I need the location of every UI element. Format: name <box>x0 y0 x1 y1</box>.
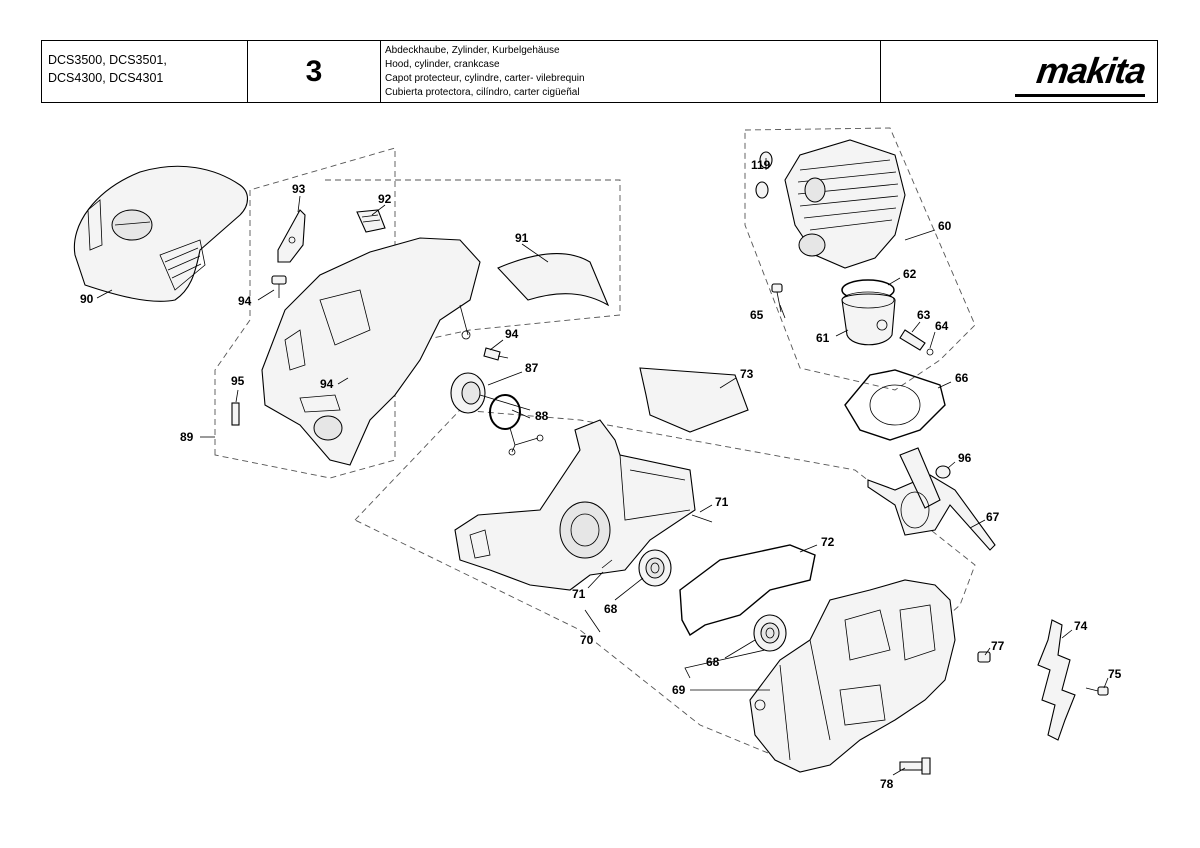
callout-96: 96 <box>958 451 972 465</box>
part-94-screw-a <box>271 275 287 298</box>
part-63-piston-pin <box>899 329 926 351</box>
logo-underline <box>1015 94 1145 97</box>
callout-93: 93 <box>292 182 306 196</box>
part-71-pin-a <box>691 514 713 523</box>
part-67-crankshaft <box>867 447 996 551</box>
callout-95: 95 <box>231 374 245 388</box>
leader-lines <box>96 158 1109 776</box>
part-92-filter <box>356 209 386 233</box>
callout-68a: 68 <box>604 602 618 616</box>
callout-68b: 68 <box>706 655 720 669</box>
callout-87: 87 <box>525 361 539 375</box>
group-boundary-cover <box>325 179 621 346</box>
callout-67: 67 <box>986 510 1000 524</box>
part-77-nut <box>977 651 991 663</box>
part-90-top-hood <box>73 165 249 302</box>
part-94-screw-b <box>483 347 509 361</box>
callout-92: 92 <box>378 192 392 206</box>
model-numbers: DCS3500, DCS3501, DCS4300, DCS4301 <box>42 41 248 102</box>
callout-71a: 71 <box>715 495 729 509</box>
callout-74: 74 <box>1074 619 1088 633</box>
callout-71b: 71 <box>572 587 586 601</box>
callout-88: 88 <box>535 409 549 423</box>
part-69-crankcase <box>749 579 956 773</box>
section-titles: Abdeckhaube, Zylinder, Kurbelgehäuse Hoo… <box>381 41 881 102</box>
part-87-pulley <box>450 372 531 414</box>
callout-75: 75 <box>1108 667 1122 681</box>
callout-73: 73 <box>740 367 754 381</box>
callout-77: 77 <box>991 639 1005 653</box>
part-61-piston <box>841 291 896 346</box>
part-64-clip <box>926 348 934 356</box>
callout-78: 78 <box>880 777 894 791</box>
part-78-screw <box>899 757 931 775</box>
part-93-bracket <box>277 209 306 263</box>
callout-63: 63 <box>917 308 931 322</box>
part-60-cylinder <box>784 139 906 269</box>
part-66-gasket <box>844 369 946 441</box>
callout-70: 70 <box>580 633 594 647</box>
callout-119: 119 <box>751 158 771 172</box>
callout-72: 72 <box>821 535 835 549</box>
callout-90: 90 <box>80 292 94 306</box>
part-96-needle-bearing <box>935 465 951 479</box>
callout-94a: 94 <box>238 294 252 308</box>
part-74-chain-catcher <box>1037 619 1076 741</box>
part-73-gasket <box>639 367 749 433</box>
callout-94c: 94 <box>320 377 334 391</box>
callout-labels: 119 93 92 91 60 62 90 94 94 65 63 64 61 … <box>80 158 1122 791</box>
callout-89: 89 <box>180 430 194 444</box>
page-number: 3 <box>248 41 381 102</box>
part-95-pin <box>231 402 240 426</box>
brand-logo: makita <box>881 41 1157 102</box>
part-71-pin-b <box>601 559 613 569</box>
group-boundary-cylinder <box>744 127 976 391</box>
callout-94b: 94 <box>505 327 519 341</box>
part-68-bearing-b <box>753 614 787 652</box>
part-68-bearing-a <box>638 549 672 587</box>
callout-62: 62 <box>903 267 917 281</box>
part-72-gasket <box>679 544 816 637</box>
part-75-screw <box>1085 686 1109 696</box>
model-line-1: DCS3500, DCS3501, <box>48 53 167 67</box>
part-89-main-hood <box>261 237 481 466</box>
title-fr: Capot protecteur, cylindre, carter- vile… <box>385 73 585 84</box>
callout-60: 60 <box>938 219 952 233</box>
part-65-screw <box>771 283 783 313</box>
callout-66: 66 <box>955 371 969 385</box>
group-boundary-hood <box>214 147 396 479</box>
title-en: Hood, cylinder, crankcase <box>385 59 500 70</box>
title-es: Cubierta protectora, cilíndro, carter ci… <box>385 87 580 98</box>
part-70-crankcase <box>454 419 696 591</box>
model-line-2: DCS4300, DCS4301 <box>48 71 164 85</box>
callout-61: 61 <box>816 331 830 345</box>
callout-64: 64 <box>935 319 949 333</box>
callout-91: 91 <box>515 231 529 245</box>
part-88-o-ring <box>489 394 544 456</box>
callout-69: 69 <box>672 683 686 697</box>
callout-65: 65 <box>750 308 764 322</box>
title-de: Abdeckhaube, Zylinder, Kurbelgehäuse <box>385 45 560 56</box>
part-119-washer-b <box>755 181 769 199</box>
header-table: DCS3500, DCS3501, DCS4300, DCS4301 3 Abd… <box>41 40 1158 103</box>
part-91-cover-sheet <box>497 253 610 307</box>
